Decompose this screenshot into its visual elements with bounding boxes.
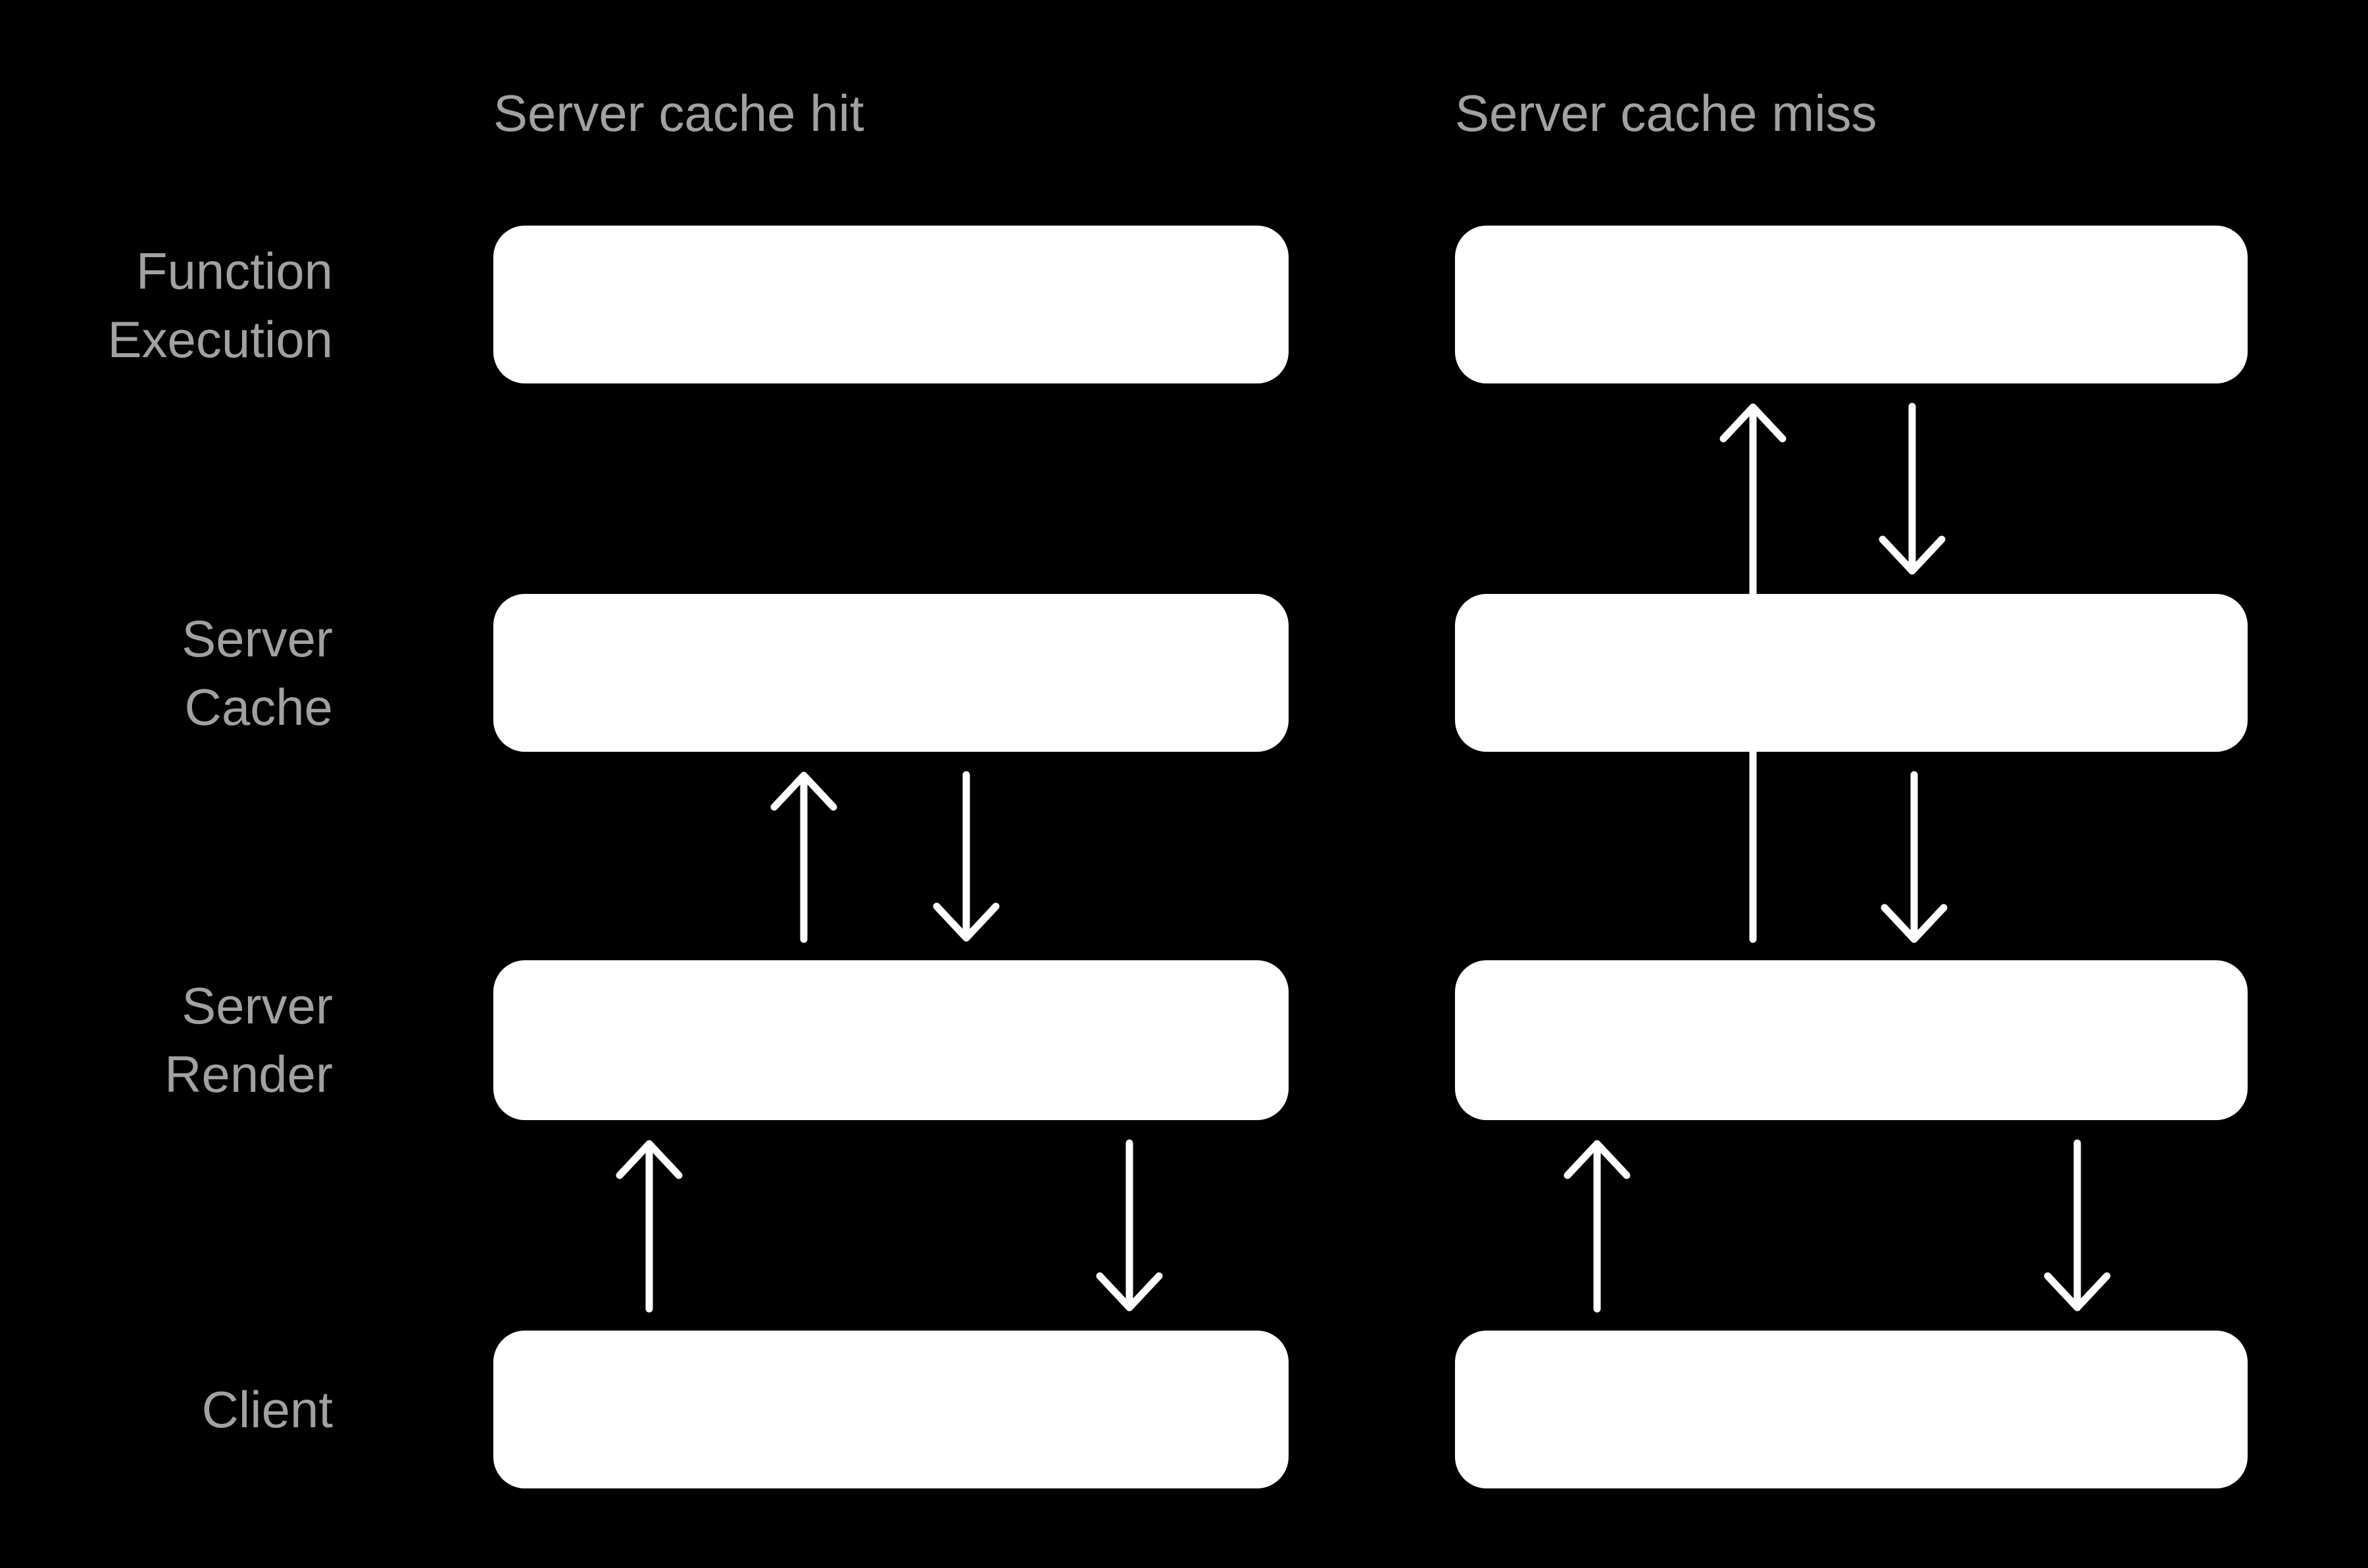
row-label-line: Function — [136, 242, 333, 300]
arrow-miss-function-execution-to-cache — [1879, 403, 1946, 575]
row-label-line: Cache — [184, 678, 333, 736]
row-label-line: Render — [164, 1045, 333, 1103]
arrow-miss-render-to-client — [2044, 1139, 2111, 1311]
arrow-miss-client-to-render — [1564, 1140, 1631, 1313]
column-title-server-cache-miss: Server cache miss — [1455, 84, 1877, 142]
arrow-miss-cache-to-render — [1881, 771, 1948, 943]
arrow-hit-render-to-client — [1096, 1139, 1163, 1311]
column-title-server-cache-hit: Server cache hit — [493, 84, 864, 142]
row-label-line: Server — [182, 977, 333, 1035]
row-label-line: Execution — [107, 310, 333, 368]
box-miss-server-render — [1455, 960, 2248, 1120]
box-miss-client — [1455, 1331, 2248, 1488]
row-label-server-render: Server Render — [0, 971, 333, 1108]
row-label-client: Client — [0, 1375, 333, 1444]
box-miss-function-execution — [1455, 226, 2248, 383]
box-hit-client — [493, 1331, 1289, 1488]
row-label-function-execution: Function Execution — [0, 237, 333, 374]
arrow-hit-client-to-render — [616, 1140, 683, 1313]
row-label-server-cache: Server Cache — [0, 604, 333, 741]
row-label-line: Client — [201, 1381, 333, 1438]
box-hit-server-render — [493, 960, 1289, 1120]
box-hit-server-cache — [493, 594, 1289, 752]
row-label-line: Server — [182, 610, 333, 668]
box-hit-function-execution — [493, 226, 1289, 383]
arrow-hit-render-to-cache — [770, 772, 837, 943]
box-miss-server-cache — [1455, 594, 2248, 752]
arrow-hit-cache-to-render — [933, 771, 1000, 942]
